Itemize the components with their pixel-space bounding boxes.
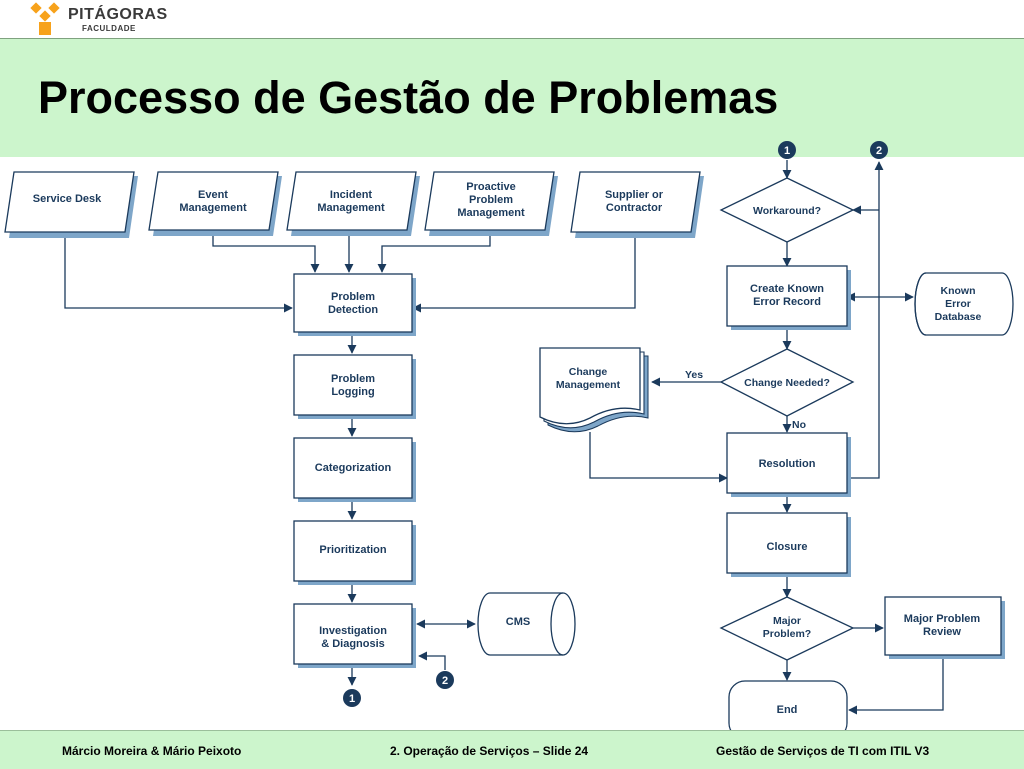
svg-text:2: 2 — [442, 675, 448, 687]
edge-resolution-loop-to-marker-two — [847, 161, 884, 479]
edge-marker-two-to-investigation — [418, 651, 446, 670]
footer: Márcio Moreira & Mário Peixoto 2. Operaç… — [0, 730, 1024, 769]
node-cms-label: CMS — [506, 616, 530, 628]
top-bar: PITÁGORAS FACULDADE — [0, 0, 1024, 39]
node-closure-label: Closure — [767, 541, 808, 553]
node-end-label: End — [777, 704, 798, 716]
logo-mark-icon — [30, 2, 60, 35]
page-title: Processo de Gestão de Problemas — [38, 72, 779, 123]
faculty-logo: PITÁGORAS FACULDADE — [28, 2, 167, 36]
node-cms: CMS — [477, 592, 576, 656]
node-investigation-diagnosis-label: Investigation& Diagnosis — [319, 625, 387, 650]
edge-supplier-to-detection — [412, 232, 636, 313]
edge-service-desk-to-detection — [64, 232, 293, 313]
edge-change-mgmt-to-resolution — [589, 432, 728, 483]
marker-one-bottom: 1 — [343, 689, 361, 707]
svg-text:1: 1 — [784, 145, 790, 157]
node-change-needed-label: Change Needed? — [744, 377, 830, 389]
edge-proactive-to-detection — [377, 230, 491, 273]
footer-slide-info: 2. Operação de Serviços – Slide 24 — [390, 744, 589, 758]
node-investigation-diagnosis: Investigation& Diagnosis — [293, 603, 416, 668]
footer-course: Gestão de Serviços de TI com ITIL V3 — [716, 744, 930, 758]
node-categorization: Categorization — [293, 437, 416, 502]
node-categorization-label: Categorization — [315, 462, 392, 474]
node-workaround-label: Workaround? — [753, 205, 821, 217]
node-closure: Closure — [726, 512, 851, 577]
svg-text:2: 2 — [876, 145, 882, 157]
node-end: End — [728, 680, 848, 730]
node-workaround-decision: Workaround? — [719, 177, 855, 243]
logo-name: PITÁGORAS — [68, 6, 168, 23]
edge-label-no: No — [792, 419, 806, 431]
marker-two-bottom: 2 — [436, 671, 454, 689]
svg-text:1: 1 — [349, 693, 355, 705]
node-resolution-label: Resolution — [759, 458, 816, 470]
node-prioritization-label: Prioritization — [319, 544, 387, 556]
connectors — [64, 160, 944, 715]
edge-event-to-detection — [212, 230, 320, 273]
footer-authors: Márcio Moreira & Mário Peixoto — [62, 744, 242, 758]
marker-one-top: 1 — [778, 141, 796, 159]
title-band — [0, 39, 1024, 157]
logo-subtitle: FACULDADE — [82, 24, 136, 33]
marker-two-top: 2 — [870, 141, 888, 159]
node-prioritization: Prioritization — [293, 520, 416, 585]
node-service-desk-label: Service Desk — [33, 193, 102, 205]
node-service-desk: Service Desk — [4, 171, 138, 238]
node-resolution: Resolution — [726, 432, 851, 497]
edge-review-to-end — [848, 657, 944, 715]
edge-label-yes: Yes — [685, 369, 703, 381]
node-change-needed-decision: Change Needed? — [719, 348, 855, 417]
